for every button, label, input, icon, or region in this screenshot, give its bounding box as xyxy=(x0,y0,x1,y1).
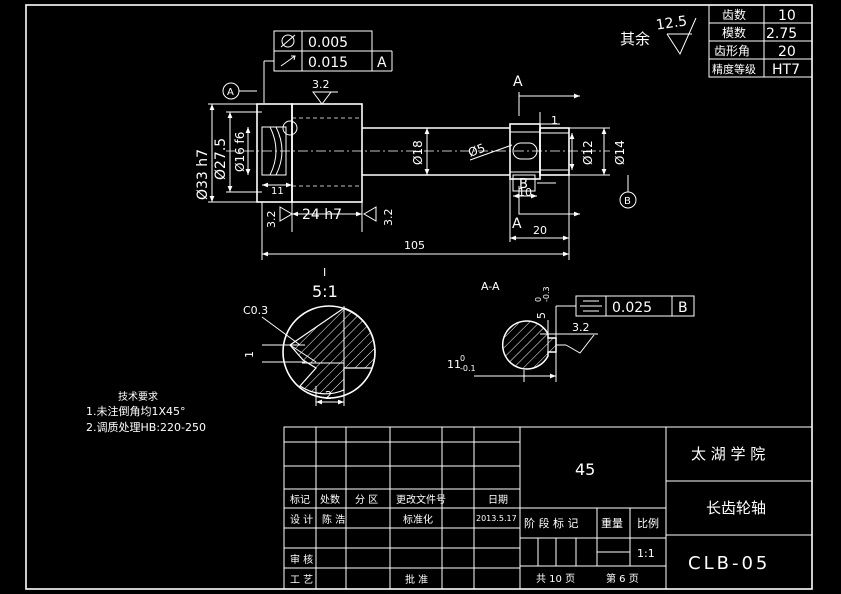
title-block: 标记 处数 分 区 更改文件号 日期 设 计 陈 浩 标准化 2013.5.17… xyxy=(283,426,813,590)
section-dim-11-tol-up: 0 xyxy=(460,354,465,363)
datum-b-marker xyxy=(619,191,637,209)
dim-len11: 11 xyxy=(271,186,284,197)
tb-scale: 1:1 xyxy=(637,547,655,560)
tb-label-design: 设 计 xyxy=(290,513,313,526)
section-mark-top: A xyxy=(513,74,523,90)
datum-b-box: B xyxy=(519,177,528,192)
section-dim-5: 5 xyxy=(535,312,548,319)
tb-label-standard: 标准化 xyxy=(403,513,433,526)
roughness-other-note: 其余 12.5 xyxy=(620,13,697,56)
tb-label-check: 审 核 xyxy=(290,553,313,566)
detail-dim-1: 1 xyxy=(243,351,256,358)
tb-label-process: 工 艺 xyxy=(290,574,313,586)
tb-part-name: 长齿轮轴 xyxy=(706,499,766,517)
section-view-a-a: A-A 5 0 -0.3 11 0 -0.1 0.025 B 3.2 xyxy=(447,280,695,382)
total-runout-datum: A xyxy=(377,55,387,71)
detail-dim-2: 2 xyxy=(325,389,332,402)
section-roughness: 3.2 xyxy=(572,321,590,334)
section-dim-11-tol-low: -0.1 xyxy=(460,364,476,373)
gear-param-value-0: 10 xyxy=(778,8,796,24)
roughness-other-prefix: 其余 xyxy=(620,30,650,48)
dim-len20: 20 xyxy=(533,224,547,237)
tb-designer: 陈 浩 xyxy=(322,513,345,526)
datum-b-label: B xyxy=(624,196,631,207)
dim-len24: 24 h7 xyxy=(302,207,342,223)
dim-len10: 10 xyxy=(518,186,532,199)
gear-param-value-1: 2.75 xyxy=(766,26,797,42)
detail-hatch xyxy=(289,307,376,395)
roughness-left: 3.2 xyxy=(265,211,278,229)
gear-param-label-2: 齿形角 xyxy=(714,44,750,58)
gear-param-label-3: 精度等级 xyxy=(712,62,756,76)
circular-runout-value: 0.005 xyxy=(308,35,348,51)
cylindricity-icon xyxy=(281,34,295,48)
gear-param-label-1: 模数 xyxy=(722,25,746,40)
tb-label-date: 日期 xyxy=(488,494,508,506)
tb-date: 2013.5.17 xyxy=(476,514,517,523)
dimension-set-right: Ø18 Ø5 Ø12 Ø14 B 105 20 10 1 B A A xyxy=(261,74,637,260)
tb-drawing-no: CLB-05 xyxy=(688,553,770,574)
section-mark-bottom: A xyxy=(512,216,522,232)
dim-d27: Ø27.5 xyxy=(213,138,229,180)
dim-d33: Ø33 h7 xyxy=(195,149,211,200)
symmetry-icon xyxy=(580,300,602,312)
tb-label-ratio: 比例 xyxy=(637,516,659,530)
datum-a-label: A xyxy=(227,87,234,98)
dim-d14: Ø14 xyxy=(613,140,627,165)
dim-d16: Ø16 f6 xyxy=(233,132,247,172)
tb-label-approve: 批 准 xyxy=(405,573,428,586)
dim-len1: 1 xyxy=(551,114,558,127)
roughness-right: 3.2 xyxy=(382,209,395,227)
tb-label-doc-no: 更改文件号 xyxy=(396,493,446,506)
section-dim-5-tol-low: -0.3 xyxy=(542,286,551,302)
dim-d5: Ø5 xyxy=(466,141,487,160)
tb-label-zone: 分 区 xyxy=(355,494,378,506)
gear-param-value-3: HT7 xyxy=(772,62,800,78)
tb-school: 太 湖 学 院 xyxy=(691,445,765,463)
detail-label: I xyxy=(323,266,326,279)
detail-scale: 5:1 xyxy=(312,282,338,301)
roughness-symbols: 3.2 3.2 3.2 24 h7 xyxy=(265,78,395,232)
dim-d12: Ø12 xyxy=(581,140,595,165)
tech-req-item-1: 2.调质处理HB:220-250 xyxy=(86,421,206,434)
tb-material: 45 xyxy=(575,460,595,479)
shaft-main-view xyxy=(226,103,610,203)
detail-view-i: I 5:1 C0.3 1 2 xyxy=(243,266,376,406)
tech-req-title: 技术要求 xyxy=(118,390,158,403)
dimension-set-left: Ø33 h7 Ø27.5 Ø16 f6 11 A xyxy=(195,82,292,203)
section-view-title: A-A xyxy=(481,280,500,293)
tb-page-no: 第 6 页 xyxy=(606,572,639,585)
total-runout-value: 0.015 xyxy=(308,55,348,71)
roughness-other-value: 12.5 xyxy=(655,13,688,33)
gear-parameter-table: 齿数 10 模数 2.75 齿形角 20 精度等级 HT7 xyxy=(708,4,813,78)
roughness-top: 3.2 xyxy=(312,78,330,91)
tolerance-frame-runout: 0.005 0.015 A xyxy=(263,30,393,103)
dim-d18: Ø18 xyxy=(411,140,425,165)
tb-label-mark: 标记 xyxy=(290,494,310,506)
symmetry-value: 0.025 xyxy=(612,300,652,316)
tb-label-count: 处数 xyxy=(320,493,340,506)
section-hatch xyxy=(501,320,557,370)
tb-label-stage: 阶 段 标 记 xyxy=(524,516,579,530)
section-dim-5-tol-up: 0 xyxy=(534,297,543,302)
gear-param-value-2: 20 xyxy=(778,44,796,60)
tech-req-item-0: 1.未注倒角均1X45° xyxy=(86,404,186,418)
runout-arrow-icon xyxy=(280,55,296,67)
detail-chamfer: C0.3 xyxy=(243,304,268,317)
section-dim-11: 11 xyxy=(447,358,461,371)
technical-requirements: 技术要求 1.未注倒角均1X45° 2.调质处理HB:220-250 xyxy=(86,390,206,434)
tb-pages: 共 10 页 xyxy=(536,573,575,585)
symmetry-datum: B xyxy=(678,300,688,316)
dim-len105: 105 xyxy=(404,239,425,252)
tb-label-weight: 重量 xyxy=(601,516,623,530)
gear-param-label-0: 齿数 xyxy=(722,7,746,22)
